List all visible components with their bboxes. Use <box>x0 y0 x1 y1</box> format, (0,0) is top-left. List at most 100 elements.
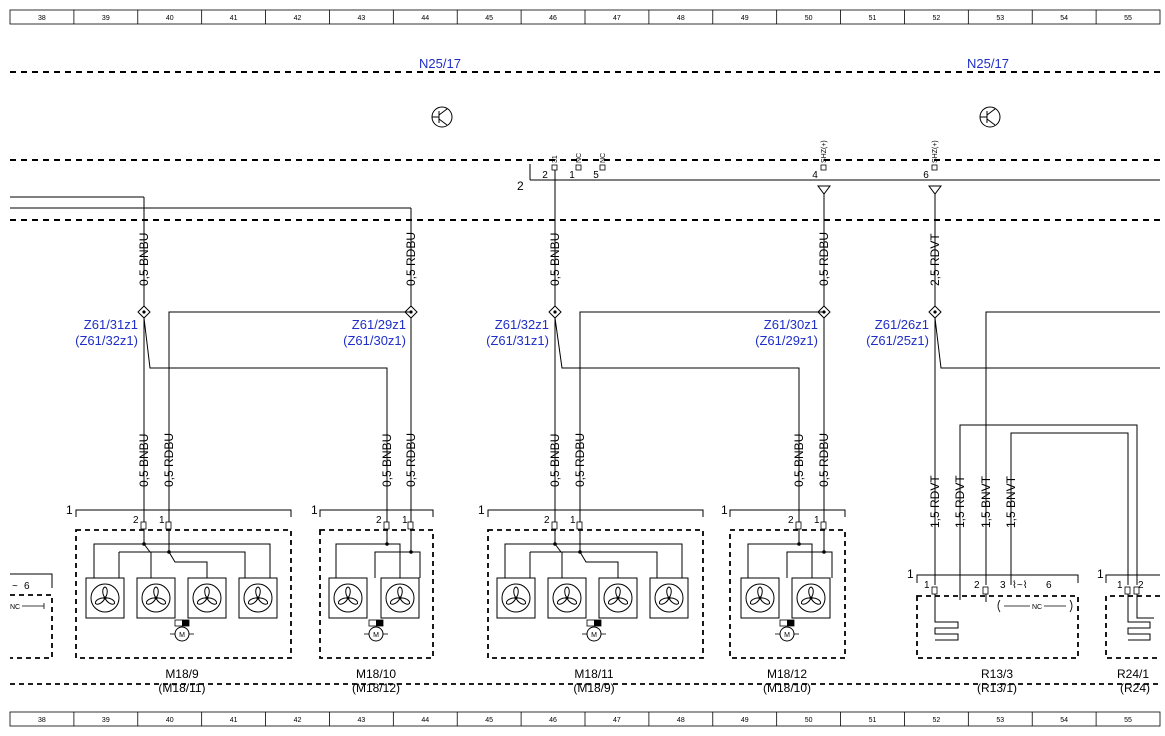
pin-function-label: NC <box>576 153 583 163</box>
grid-number: 54 <box>1060 15 1068 22</box>
pin-function-label: SHZ(+) <box>932 140 939 163</box>
grid-number: 54 <box>1060 717 1068 724</box>
connector-number: 1 <box>66 503 73 517</box>
pin-number: 4 <box>812 170 818 181</box>
control-unit-label[interactable]: N25/17 <box>967 56 1009 71</box>
transistor-icon <box>431 106 453 128</box>
wire-label: 0,5 RDBU <box>817 433 831 487</box>
wire-label: 1,5 RDVT <box>953 475 967 528</box>
pin-function-label: NC <box>600 153 607 163</box>
component-label: M18/10 <box>356 667 396 681</box>
wire-label: 1,5 BNVT <box>1004 475 1018 528</box>
fan-icon <box>496 577 536 619</box>
fan-icon <box>85 577 125 619</box>
component-label: R13/3 <box>981 667 1013 681</box>
motor-icon: M <box>170 619 194 642</box>
splice-label-alt[interactable]: (Z61/32z1) <box>75 333 138 348</box>
connector-number: 1 <box>1097 567 1104 581</box>
grid-number: 39 <box>102 717 110 724</box>
svg-text:~: ~ <box>12 581 18 592</box>
arrow-down-icon <box>928 185 942 195</box>
pin-number: 2 <box>544 515 550 526</box>
grid-number: 38 <box>38 15 46 22</box>
wire-label: 0,5 RDBU <box>573 433 587 487</box>
pin-number: 1 <box>570 515 576 526</box>
motor-icon: M <box>582 619 606 642</box>
splice-diamond-icon <box>137 305 151 319</box>
fan-icon <box>547 577 587 619</box>
grid-number: 55 <box>1124 717 1132 724</box>
pin-number: 1 <box>159 515 165 526</box>
splice-label[interactable]: Z61/32z1 <box>495 317 549 332</box>
grid-number: 47 <box>613 15 621 22</box>
wire-label: 0,5 BNBU <box>792 434 806 487</box>
grid-number: 52 <box>932 717 940 724</box>
connector-number: 1 <box>478 503 485 517</box>
wire-label: 0,5 BNBU <box>137 434 151 487</box>
component-label: M18/9 <box>165 667 199 681</box>
grid-number: 44 <box>421 15 429 22</box>
pin-number: 1 <box>569 170 575 181</box>
connector-pins <box>551 164 938 171</box>
svg-text:M: M <box>591 632 597 639</box>
splice-label[interactable]: Z61/31z1 <box>84 317 138 332</box>
pin-number: 6 <box>1046 580 1052 591</box>
grid-number: 45 <box>485 15 493 22</box>
fan-icon <box>187 577 227 619</box>
grid-number: 40 <box>166 15 174 22</box>
pin-function-label: SHZ(+) <box>821 140 828 163</box>
heater-element-icon <box>934 585 987 641</box>
connector-number: 1 <box>721 503 728 517</box>
splice-label-alt[interactable]: (Z61/29z1) <box>755 333 818 348</box>
fan-icon <box>380 577 420 619</box>
wire-label: 0,5 RDBU <box>404 232 418 286</box>
wire-label: 0,5 RDBU <box>817 232 831 286</box>
fan-component[interactable]: 1 2 1 M M18/9 (M18/11) <box>66 503 292 695</box>
nc-label: NC <box>1032 604 1042 611</box>
grid-number: 41 <box>230 15 238 22</box>
fan-component[interactable]: 1 2 1 M M18/11 (M18/9) <box>478 503 704 695</box>
fan-component[interactable]: 1 2 1 M M18/12 (M18/10) <box>721 503 846 695</box>
splice-label-alt[interactable]: (Z61/25z1) <box>866 333 929 348</box>
connector-bracket <box>529 164 1160 181</box>
wire-label: 0,5 BNBU <box>548 434 562 487</box>
fan-icon <box>598 577 638 619</box>
grid-number: 49 <box>741 717 749 724</box>
wire-label: 0,5 RDBU <box>162 433 176 487</box>
splice-label[interactable]: Z61/29z1 <box>352 317 406 332</box>
connector-number: 2 <box>517 179 524 193</box>
connector-number: 1 <box>311 503 318 517</box>
heater-element-icon <box>1127 594 1154 641</box>
heater-component[interactable]: 1 1 2 3 ⌇~⌇ 6 NC R13/3 (R13/1) <box>907 567 1079 695</box>
pin-number: 5 <box>593 170 599 181</box>
pin-number: 2 <box>133 515 139 526</box>
heater-component[interactable]: 1 1 2 R24/1 (R24) <box>1097 567 1160 695</box>
wire-label: 0,5 BNBU <box>380 434 394 487</box>
control-unit-label[interactable]: N25/17 <box>419 56 461 71</box>
fan-icon <box>740 577 780 619</box>
pin-number: 1 <box>924 580 930 591</box>
grid-number: 42 <box>294 15 302 22</box>
splice-label[interactable]: Z61/30z1 <box>764 317 818 332</box>
grid-number: 39 <box>102 15 110 22</box>
component-label: R24/1 <box>1117 667 1149 681</box>
splice-label-alt[interactable]: (Z61/31z1) <box>486 333 549 348</box>
grid-number: 45 <box>485 717 493 724</box>
grid-number: 48 <box>677 717 685 724</box>
grid-number: 50 <box>805 15 813 22</box>
splice-label-alt[interactable]: (Z61/30z1) <box>343 333 406 348</box>
fan-icon <box>136 577 176 619</box>
grid-number: 49 <box>741 15 749 22</box>
pin-number: 2 <box>1138 580 1144 591</box>
fan-component[interactable]: 1 2 1 M M18/10 (M18/12) <box>311 503 434 695</box>
pin-number: 1 <box>402 515 408 526</box>
pin-function-label: 31 <box>552 155 559 163</box>
grid-number: 53 <box>996 15 1004 22</box>
grid-number: 50 <box>805 717 813 724</box>
component-label: M18/12 <box>767 667 807 681</box>
splice-label[interactable]: Z61/26z1 <box>875 317 929 332</box>
grid-number: 40 <box>166 717 174 724</box>
component-label: M18/11 <box>574 667 613 681</box>
pin-number: 2 <box>376 515 382 526</box>
